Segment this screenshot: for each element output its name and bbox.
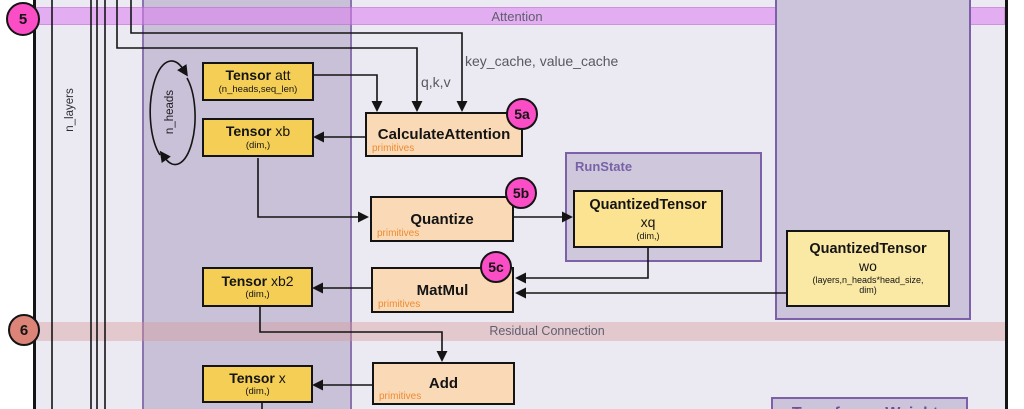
attention-bar-label: Attention — [491, 9, 543, 24]
tensor-name: xb — [275, 123, 291, 140]
tensor-type: Tensor — [229, 369, 275, 386]
tensor-name: x — [278, 369, 286, 386]
tensor-type: Tensor — [225, 67, 272, 84]
quantized-tensor-wo-box: QuantizedTensor wo (layers,n_heads*head_… — [786, 230, 950, 307]
step-marker-5: 5 — [6, 2, 40, 36]
transformer-weights-label: TransformerWeights — [773, 399, 966, 409]
primitives-tag: primitives — [378, 299, 421, 310]
residual-bar-label: Residual Connection — [489, 324, 605, 338]
qtensor-dims: (dim,) — [636, 230, 660, 241]
tensor-type: Tensor — [225, 123, 272, 140]
outer-left-border — [33, 0, 36, 409]
tensor-dims: (dim,) — [245, 386, 270, 397]
runstate-label: RunState — [575, 159, 633, 174]
qtensor-name: xq — [640, 213, 656, 230]
quantized-tensor-xq-box: QuantizedTensor xq (dim,) — [573, 190, 723, 248]
tensor-dims: (dim,) — [245, 289, 270, 300]
step-marker-6: 6 — [8, 314, 40, 346]
qtensor-dims: dim) — [859, 285, 877, 296]
tensor-xb-box: Tensor xb (dim,) — [202, 118, 314, 157]
step-badge-5a: 5a — [506, 98, 538, 130]
tensor-name: xb2 — [270, 272, 294, 289]
qtensor-type: QuantizedTensor — [809, 241, 927, 258]
qtensor-type: QuantizedTensor — [589, 197, 707, 214]
kv-cache-wire-label: key_cache, value_cache — [465, 53, 619, 69]
op-label: Quantize — [410, 210, 474, 228]
qtensor-name: wo — [859, 258, 877, 275]
quantize-op-box: Quantize primitives — [370, 196, 514, 242]
outer-right-border — [1005, 0, 1008, 409]
step-badge-5c: 5c — [480, 251, 512, 283]
n-heads-loop-label: n_heads — [164, 89, 176, 135]
tensor-xb2-box: Tensor xb2 (dim,) — [202, 267, 313, 307]
qkv-wire-label: q,k,v — [421, 74, 451, 90]
tensor-x-box: Tensor x (dim,) — [202, 365, 313, 403]
primitives-tag: primitives — [379, 391, 422, 402]
matmul-op-box: MatMul primitives — [371, 267, 514, 313]
add-op-box: Add primitives — [372, 362, 515, 405]
tensor-dims: (dim,) — [245, 139, 271, 151]
op-label: Add — [428, 375, 459, 392]
transformer-weights-container: TransformerWeights — [771, 397, 968, 409]
calculate-attention-op-box: CalculateAttention primitives — [365, 112, 523, 157]
primitives-tag: primitives — [372, 143, 415, 154]
n-layers-loop-label: n_layers — [64, 88, 76, 132]
step-badge-5b: 5b — [505, 177, 537, 209]
tensor-dims: (n_heads,seq_len) — [218, 83, 298, 95]
tensor-att-box: Tensor att (n_heads,seq_len) — [202, 62, 314, 101]
op-label: CalculateAttention — [377, 126, 511, 143]
tensor-name: att — [274, 67, 291, 84]
primitives-tag: primitives — [377, 228, 420, 239]
qtensor-dims: (layers,n_heads*head_size, — [812, 274, 924, 285]
tensor-type: Tensor — [221, 272, 268, 289]
op-label: MatMul — [416, 281, 469, 299]
